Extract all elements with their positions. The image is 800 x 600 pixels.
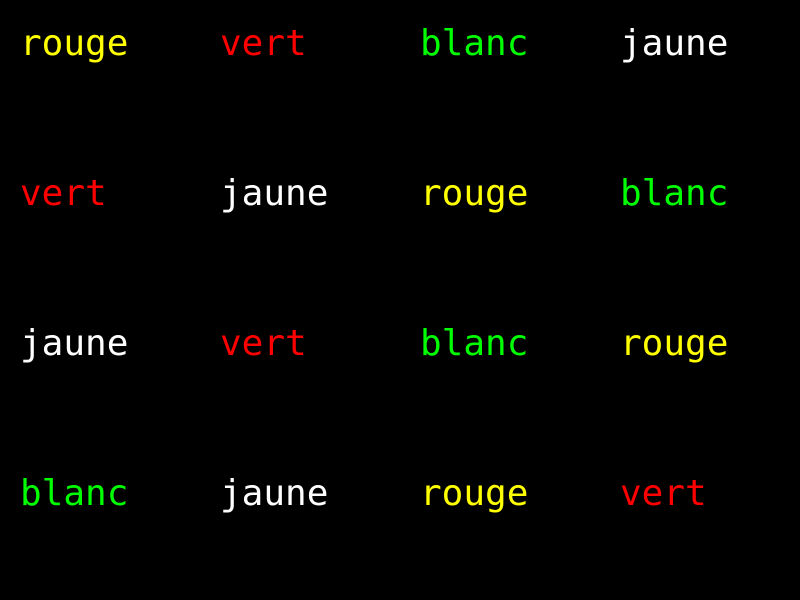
color-word: vert: [20, 173, 107, 214]
color-word: jaune: [620, 23, 729, 64]
color-word: rouge: [420, 473, 529, 514]
color-word: vert: [620, 473, 707, 514]
color-word: blanc: [420, 23, 529, 64]
color-word: vert: [220, 23, 307, 64]
color-word: rouge: [420, 173, 529, 214]
color-word: rouge: [620, 323, 729, 364]
color-word: blanc: [20, 473, 129, 514]
color-word: jaune: [220, 173, 329, 214]
color-word: vert: [220, 323, 307, 364]
color-word: jaune: [220, 473, 329, 514]
color-word: jaune: [20, 323, 129, 364]
color-word: rouge: [20, 23, 129, 64]
color-word: blanc: [420, 323, 529, 364]
color-word: blanc: [620, 173, 729, 214]
